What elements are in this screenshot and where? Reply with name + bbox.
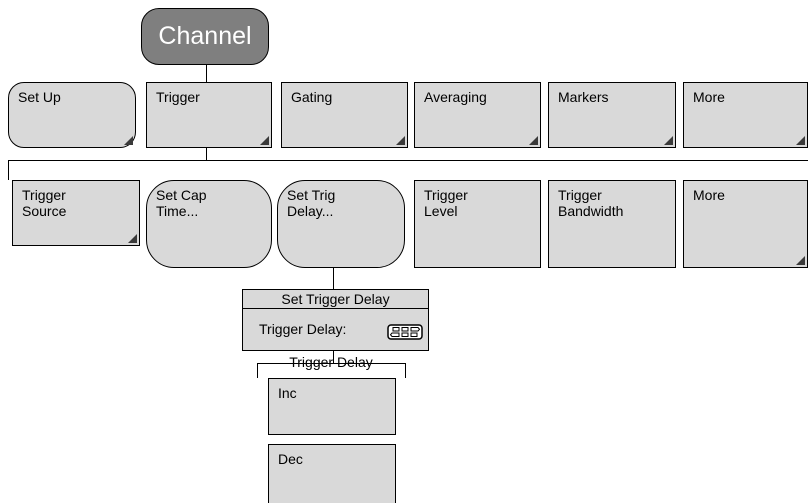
submenu-corner-icon: [664, 136, 673, 145]
softkey-label: Averaging: [424, 89, 487, 105]
softkey-label: Trigger Level: [424, 187, 468, 219]
submenu-corner-icon: [796, 256, 805, 265]
dialog-title-text: Set Trigger Delay: [281, 291, 390, 307]
softkey-label: Set Cap Time...: [156, 187, 207, 219]
softkey-inc[interactable]: Inc: [268, 378, 396, 435]
connector-level3-bracket: [257, 363, 405, 364]
softkey-trigger-level[interactable]: Trigger Level: [414, 180, 541, 268]
channel-root-label: Channel: [158, 22, 252, 50]
submenu-corner-icon: [128, 234, 137, 243]
softkey-label: Gating: [291, 89, 333, 105]
softkey-dec[interactable]: Dec: [268, 444, 396, 503]
softkey-label: Inc: [278, 385, 297, 401]
softkey-label: Trigger Source: [22, 187, 67, 219]
softkey-trigger-bandwidth[interactable]: Trigger Bandwidth: [548, 180, 676, 268]
set-trigger-delay-dialog-title: Set Trigger Delay: [242, 289, 429, 309]
connector-level3-bracket-left: [257, 363, 258, 378]
trigger-delay-field[interactable]: Trigger Delay:: [242, 309, 429, 351]
softkey-gating[interactable]: Gating: [281, 82, 408, 148]
softkey-label: More: [693, 187, 725, 203]
connector-root-to-level1: [206, 65, 207, 82]
softkey-label: Set Trig Delay...: [287, 187, 336, 219]
trigger-delay-field-label: Trigger Delay:: [259, 321, 347, 337]
submenu-corner-icon: [529, 136, 538, 145]
keypad-icon[interactable]: [387, 324, 423, 340]
softkey-trigger[interactable]: Trigger: [146, 82, 272, 148]
connector-level2-bus: [8, 160, 808, 161]
softkey-more[interactable]: More: [683, 82, 808, 148]
softkey-markers[interactable]: Markers: [548, 82, 676, 148]
softkey-label: Markers: [558, 89, 609, 105]
channel-root-node[interactable]: Channel: [141, 8, 269, 65]
softkey-label: Set Up: [18, 89, 61, 105]
softkey-set-cap-time[interactable]: Set Cap Time...: [146, 180, 272, 268]
connector-level2-drop: [8, 160, 9, 180]
submenu-corner-icon: [260, 136, 269, 145]
softkey-label: More: [693, 89, 725, 105]
submenu-corner-icon: [796, 136, 805, 145]
connector-trigger-to-level2: [206, 148, 207, 160]
connector-dialog-to-level3: [333, 351, 334, 363]
connector-level3-bracket-right: [405, 363, 406, 378]
softkey-trigger-source[interactable]: Trigger Source: [12, 180, 140, 246]
softkey-label: Dec: [278, 451, 303, 467]
softkey-label: Trigger: [156, 89, 200, 105]
trigger-delay-menu-label-text: Trigger Delay: [289, 354, 373, 370]
softkey-set-trig-delay[interactable]: Set Trig Delay...: [277, 180, 405, 268]
submenu-corner-icon: [396, 136, 405, 145]
softkey-label: Trigger Bandwidth: [558, 187, 624, 219]
softkey-more-level2[interactable]: More: [683, 180, 808, 268]
softkey-averaging[interactable]: Averaging: [414, 82, 541, 148]
softkey-set-up[interactable]: Set Up: [8, 82, 136, 148]
trigger-delay-menu-label: Trigger Delay: [257, 352, 405, 372]
connector-delay-to-dialog: [333, 268, 334, 289]
submenu-corner-icon: [124, 136, 133, 145]
